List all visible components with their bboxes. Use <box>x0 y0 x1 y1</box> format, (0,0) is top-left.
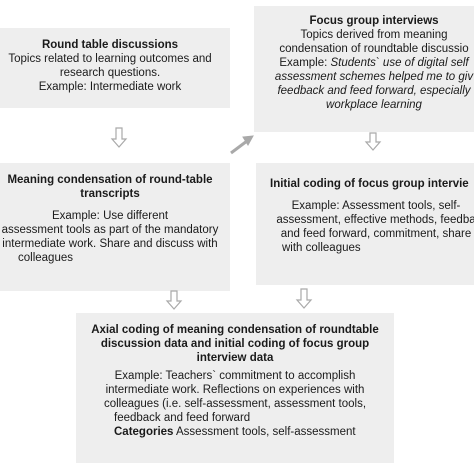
axial-coding-box: Axial coding of meaning condensation of … <box>76 313 394 463</box>
axial-coding-categories: Categories Assessment tools, self-assess… <box>86 425 384 439</box>
focus-group-example-line-4: workplace learning <box>326 99 422 111</box>
round-table-line-2: research questions. <box>59 67 161 79</box>
categories-label: Categories <box>114 426 174 438</box>
focus-group-example-text-1: Students` use of digital self <box>330 57 469 69</box>
arrow-down-focus-group <box>364 132 382 151</box>
meaning-condensation-box: Meaning condensation of round-table tran… <box>0 163 230 291</box>
axial-coding-title-3: interview data <box>196 352 274 364</box>
round-table-title: Round table discussions <box>41 39 179 51</box>
meaning-condensation-line-4: colleagues <box>18 252 73 264</box>
focus-group-box: Focus group interviews Topics derived fr… <box>254 6 474 132</box>
initial-coding-line-4: with colleagues <box>282 242 361 254</box>
focus-group-example-line-1: Example: Students` use of digital self <box>262 56 474 70</box>
focus-group-title: Focus group interviews <box>309 15 439 27</box>
initial-coding-title: Initial coding of focus group intervie <box>270 178 469 190</box>
round-table-line-3: Example: Intermediate work <box>38 81 182 93</box>
meaning-condensation-title-1: Meaning condensation of round-table <box>7 174 213 186</box>
round-table-box: Round table discussions Topics related t… <box>0 28 230 108</box>
arrow-diagonal-to-focus-group <box>230 135 254 155</box>
focus-group-example-prefix: Example: <box>279 57 331 69</box>
focus-group-example-line-3: feedback and feed forward, especially <box>277 85 471 97</box>
axial-coding-line-3: colleagues (i.e. self-assessment, assess… <box>103 398 367 410</box>
meaning-condensation-line-2: assessment tools as part of the mandator… <box>1 224 219 236</box>
initial-coding-line-2: assessment, effective methods, feedba <box>276 214 474 226</box>
meaning-condensation-line-3: intermediate work. Share and discuss wit… <box>2 238 218 250</box>
focus-group-line-1: Topics derived from meaning <box>300 29 448 41</box>
axial-coding-line-4: feedback and feed forward <box>114 412 251 424</box>
meaning-condensation-line-1: Example: Use different <box>51 210 169 222</box>
arrow-down-round-table <box>110 127 128 148</box>
axial-coding-line-2: intermediate work. Reflections on experi… <box>105 384 365 396</box>
initial-coding-box: Initial coding of focus group intervie E… <box>256 163 474 285</box>
arrow-down-meaning-condensation <box>165 290 183 310</box>
initial-coding-line-1: Example: Assessment tools, self- <box>291 200 461 212</box>
axial-coding-title-1: Axial coding of meaning condensation of … <box>91 324 379 336</box>
arrow-down-initial-coding <box>295 288 313 309</box>
round-table-line-1: Topics related to learning outcomes and <box>8 53 212 65</box>
focus-group-line-2: condensation of roundtable discussio <box>279 43 469 55</box>
meaning-condensation-title-2: transcripts <box>80 188 140 200</box>
initial-coding-line-3: and feed forward, commitment, share <box>280 228 472 240</box>
axial-coding-line-1: Example: Teachers` commitment to accompl… <box>114 370 356 382</box>
axial-coding-title-2: discussion data and initial coding of fo… <box>100 338 370 350</box>
categories-text: Assessment tools, self-assessment <box>173 426 356 438</box>
focus-group-example-line-2: assessment schemes helped me to giv <box>274 71 474 83</box>
